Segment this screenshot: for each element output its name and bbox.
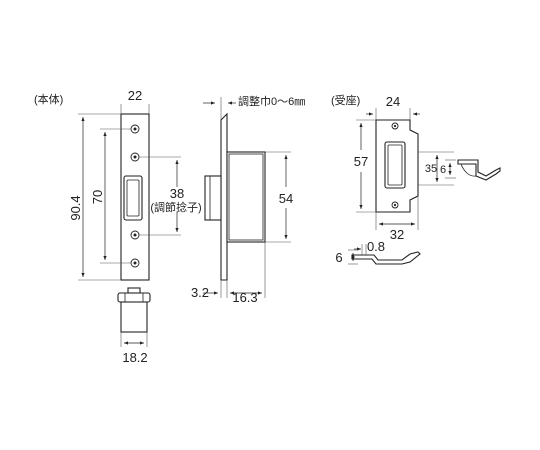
body-front-view: (本体) 22 90.4 70 38 (調節捻子) xyxy=(34,88,202,365)
dim-strike-rise: 6 xyxy=(335,250,342,265)
body-caption: (本体) xyxy=(34,92,63,106)
bolt-end-view xyxy=(117,287,151,333)
side-latch-bolt xyxy=(204,175,222,221)
adjust-screw-label: (調節捻子) xyxy=(150,200,201,214)
dim-strike-opening: 35 xyxy=(425,163,437,175)
latch-window xyxy=(123,175,143,221)
side-case xyxy=(226,151,266,243)
strike-view: (受座) 24 57 32 35 6 xyxy=(331,93,501,265)
dim-strike-height: 57 xyxy=(354,154,368,169)
strike-bottom-profile xyxy=(351,251,421,265)
strike-caption: (受座) xyxy=(331,93,360,107)
dim-strike-lip: 6 xyxy=(440,164,446,176)
strike-opening xyxy=(384,141,406,189)
dim-adjust-pitch: 38 xyxy=(170,186,184,201)
body-side-view: 調整巾0〜6㎜ 54 3.2 16.3 xyxy=(191,94,305,305)
strike-side-profile xyxy=(457,159,501,181)
adjust-note: 調整巾0〜6㎜ xyxy=(238,94,305,108)
dim-strike-thickness: 0.8 xyxy=(367,239,385,254)
dim-strike-depth: 32 xyxy=(390,227,404,242)
dim-body-width: 22 xyxy=(128,88,142,103)
side-faceplate xyxy=(220,112,228,281)
dim-body-height: 90.4 xyxy=(68,195,83,220)
dim-hole-pitch: 70 xyxy=(90,190,105,204)
dim-case-depth: 16.3 xyxy=(232,290,257,305)
dim-bolt-width: 18.2 xyxy=(122,350,147,365)
dim-strike-width: 24 xyxy=(386,94,400,109)
latch-bolt-face xyxy=(126,179,140,217)
dim-plate-thickness: 3.2 xyxy=(191,285,209,300)
dim-case-height: 54 xyxy=(279,191,293,206)
